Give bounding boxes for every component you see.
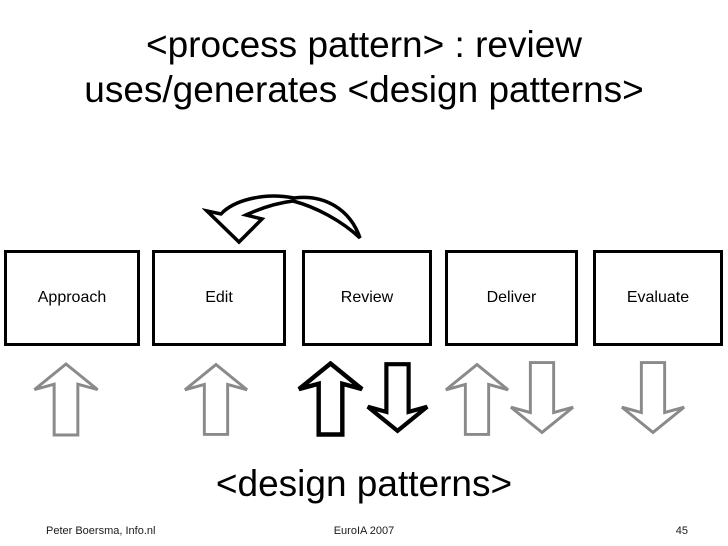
- process-box-label: Review: [340, 289, 394, 306]
- up-block-arrow-black-icon: [297, 361, 364, 437]
- process-box-deliver: Deliver: [445, 250, 578, 346]
- process-box-evaluate: Evaluate: [593, 250, 723, 346]
- up-block-arrow-gray-icon: [445, 362, 509, 436]
- process-box-label: Approach: [37, 289, 107, 306]
- footer-conference: EuroIA 2007: [333, 525, 395, 537]
- up-block-arrow-gray-icon: [184, 362, 248, 436]
- footer: Peter Boersma, Info.nl EuroIA 2007 45: [0, 522, 728, 540]
- process-box-approach: Approach: [4, 250, 140, 346]
- process-box-label: Evaluate: [626, 289, 690, 306]
- process-box-review: Review: [302, 250, 432, 346]
- down-block-arrow-black-icon: [366, 362, 429, 434]
- footer-page-number: 45: [675, 525, 688, 537]
- title-line-2: uses/generates <design patterns>: [84, 69, 644, 110]
- design-patterns-label: <design patterns>: [215, 463, 513, 504]
- down-block-arrow-gray-icon: [510, 361, 574, 435]
- down-block-arrow-gray-icon: [621, 361, 685, 435]
- footer-author: Peter Boersma, Info.nl: [46, 525, 156, 537]
- title-line-1: <process pattern> : review: [146, 24, 582, 65]
- up-block-arrow-gray-icon: [33, 362, 99, 437]
- slide-title: <process pattern> : review uses/generate…: [0, 22, 728, 112]
- process-box-label: Deliver: [486, 289, 537, 306]
- process-box-label: Edit: [205, 289, 233, 306]
- review-loop-arrow-icon: [202, 194, 362, 245]
- process-box-edit: Edit: [152, 250, 286, 346]
